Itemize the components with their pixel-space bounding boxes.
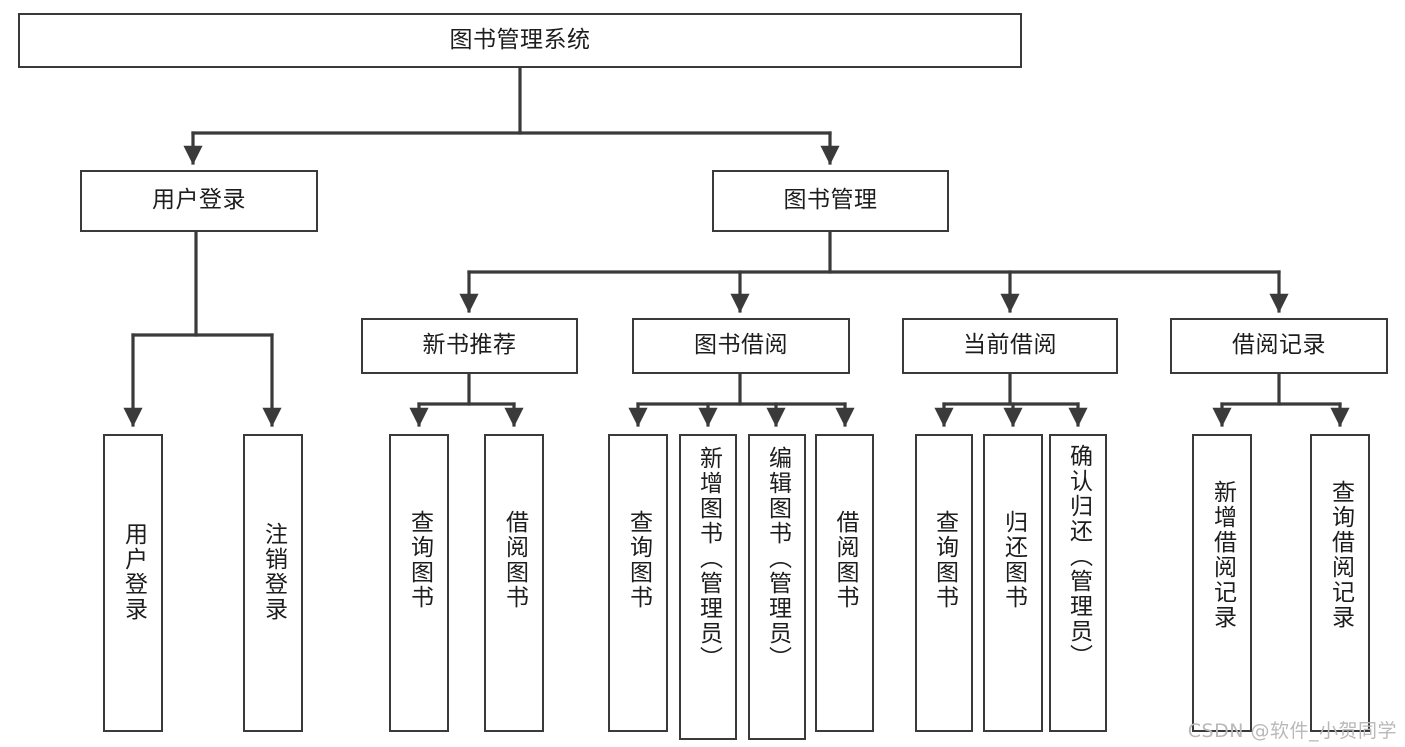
node-book-management[interactable]: 图书管理 xyxy=(712,170,949,232)
node-book-borrow[interactable]: 图书借阅 xyxy=(632,318,850,374)
leaf-query-book-current-label: 查询图书 xyxy=(931,510,958,610)
leaf-add-book-admin-label: 新增图书（管理员） xyxy=(695,446,722,671)
leaf-query-borrow-record[interactable]: 查询借阅记录 xyxy=(1310,434,1370,732)
leaf-return-book[interactable]: 归还图书 xyxy=(983,434,1043,732)
leaf-user-login[interactable]: 用户登录 xyxy=(103,434,163,732)
leaf-confirm-return-admin[interactable]: 确认归还（管理员） xyxy=(1049,434,1107,732)
leaf-query-book-borrow-label: 查询图书 xyxy=(625,510,652,610)
leaf-add-book-admin[interactable]: 新增图书（管理员） xyxy=(679,434,737,740)
leaf-add-borrow-record[interactable]: 新增借阅记录 xyxy=(1192,434,1252,732)
leaf-edit-book-admin-label: 编辑图书（管理员） xyxy=(764,446,791,671)
leaf-logout-label: 注销登录 xyxy=(260,522,287,622)
node-book-management-label: 图书管理 xyxy=(783,187,878,214)
leaf-borrow-book-newbook-label: 借阅图书 xyxy=(501,510,528,610)
leaf-logout[interactable]: 注销登录 xyxy=(243,434,303,732)
leaf-confirm-return-admin-label: 确认归还（管理员） xyxy=(1065,444,1092,669)
leaf-query-borrow-record-label: 查询借阅记录 xyxy=(1327,480,1354,630)
node-book-borrow-label: 图书借阅 xyxy=(694,332,788,359)
node-borrow-records-label: 借阅记录 xyxy=(1232,332,1326,359)
leaf-user-login-label: 用户登录 xyxy=(120,522,147,622)
leaf-query-book-newbook-label: 查询图书 xyxy=(406,510,433,610)
node-user-login-label: 用户登录 xyxy=(152,187,246,214)
node-user-login[interactable]: 用户登录 xyxy=(80,170,318,232)
node-current-borrow[interactable]: 当前借阅 xyxy=(902,318,1118,374)
leaf-query-book-newbook[interactable]: 查询图书 xyxy=(389,434,449,732)
leaf-return-book-label: 归还图书 xyxy=(1000,510,1027,610)
leaf-borrow-book-borrow[interactable]: 借阅图书 xyxy=(815,434,874,732)
node-root[interactable]: 图书管理系统 xyxy=(18,13,1022,68)
leaf-borrow-book-newbook[interactable]: 借阅图书 xyxy=(484,434,544,732)
node-current-borrow-label: 当前借阅 xyxy=(963,332,1057,359)
node-borrow-records[interactable]: 借阅记录 xyxy=(1170,318,1388,374)
csdn-watermark: CSDN @软件_小贺同学 xyxy=(1187,720,1397,742)
leaf-borrow-book-borrow-label: 借阅图书 xyxy=(832,510,858,610)
leaf-query-book-current[interactable]: 查询图书 xyxy=(915,434,973,732)
node-new-book-recommend-label: 新书推荐 xyxy=(422,332,517,359)
leaf-add-borrow-record-label: 新增借阅记录 xyxy=(1209,480,1236,630)
node-new-book-recommend[interactable]: 新书推荐 xyxy=(361,318,578,374)
leaf-edit-book-admin[interactable]: 编辑图书（管理员） xyxy=(748,434,806,740)
node-root-label: 图书管理系统 xyxy=(449,26,591,53)
leaf-query-book-borrow[interactable]: 查询图书 xyxy=(608,434,668,732)
